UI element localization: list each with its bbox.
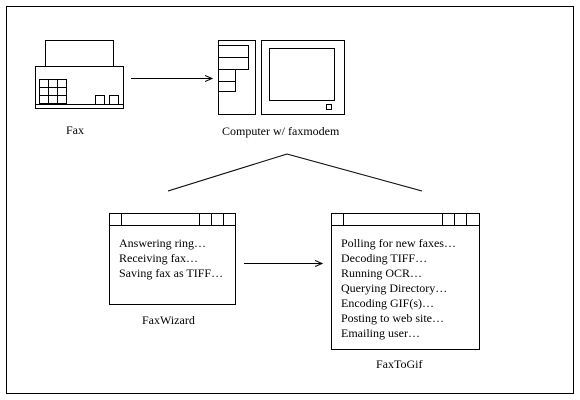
- status-line: Receiving fax…: [119, 251, 198, 265]
- branch-lines: [167, 153, 423, 192]
- close-icon: [223, 214, 235, 225]
- status-line: Saving fax as TIFF…: [119, 266, 224, 280]
- computer-tower-icon: [218, 40, 256, 115]
- computer-label: Computer w/ faxmodem: [222, 124, 340, 138]
- status-line: Answering ring…: [119, 236, 206, 250]
- faxtogif-status-lines: Polling for new faxes… Decoding TIFF… Ru…: [341, 236, 456, 341]
- status-line: Running OCR…: [341, 266, 423, 280]
- fax-label: Fax: [66, 123, 84, 137]
- faxwizard-title-bar: [110, 214, 235, 226]
- minimize-icon: [442, 214, 454, 225]
- status-line: Querying Directory…: [341, 281, 448, 295]
- status-line: Posting to web site…: [341, 311, 445, 325]
- faxtogif-label: FaxToGif: [376, 357, 423, 371]
- status-line: Decoding TIFF…: [341, 251, 428, 265]
- status-line: Polling for new faxes…: [341, 236, 456, 250]
- fax-machine-icon: [35, 40, 124, 109]
- system-menu-icon: [110, 214, 122, 225]
- faxtogif-window: Polling for new faxes… Decoding TIFF… Ru…: [331, 213, 480, 350]
- maximize-icon: [211, 214, 223, 225]
- status-line: Emailing user…: [341, 326, 420, 340]
- faxtogif-title-bar: [332, 214, 479, 226]
- maximize-icon: [454, 214, 466, 225]
- monitor-icon: [261, 40, 345, 115]
- system-menu-icon: [332, 214, 344, 225]
- close-icon: [466, 214, 478, 225]
- faxwizard-status-lines: Answering ring… Receiving fax… Saving fa…: [119, 236, 223, 281]
- faxwizard-window: Answering ring… Receiving fax… Saving fa…: [109, 213, 236, 305]
- faxwizard-label: FaxWizard: [142, 313, 195, 327]
- minimize-icon: [199, 214, 211, 225]
- diagram-frame: [6, 6, 574, 394]
- status-line: Encoding GIF(s)…: [341, 296, 434, 310]
